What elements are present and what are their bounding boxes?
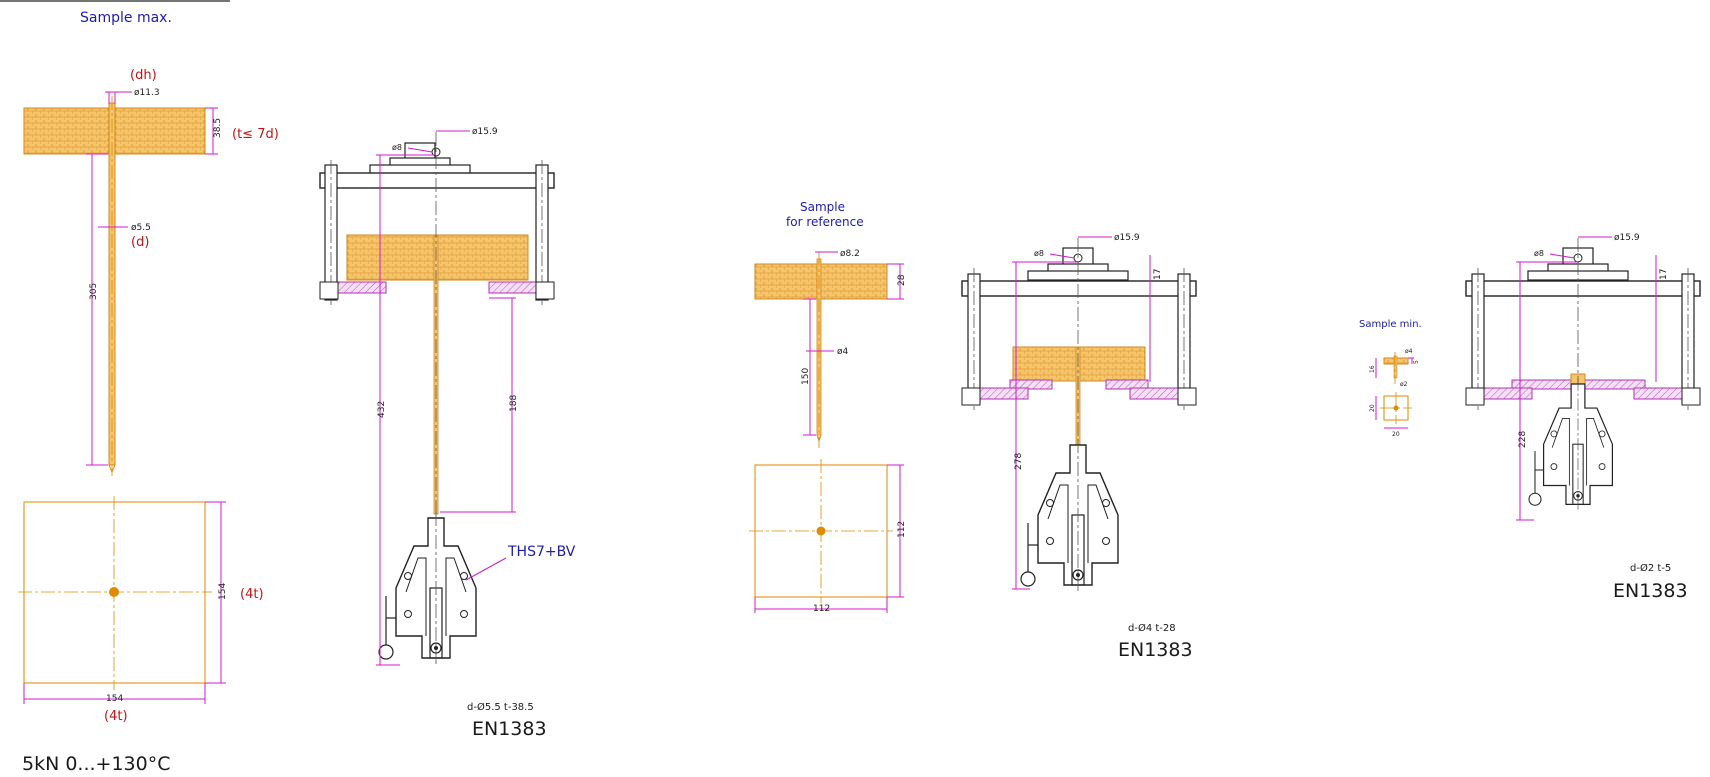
dim-112-h: 112 bbox=[813, 604, 830, 614]
standard-1: EN1383 bbox=[472, 718, 547, 740]
frame-2: ø15.9 ø8 17 278 bbox=[961, 233, 1197, 592]
frame-1: ø15.9 ø8 432 188 bbox=[319, 127, 555, 666]
dim-154-h: 154 bbox=[106, 694, 123, 704]
dim-8-a: ø8 bbox=[392, 143, 402, 152]
dim-17-b: 17 bbox=[1153, 269, 1163, 280]
footer-spec: 5kN 0...+130°C bbox=[22, 753, 171, 775]
dim-15-9-c: ø15.9 bbox=[1614, 233, 1640, 243]
spec-3: d-Ø2 t-5 bbox=[1630, 562, 1671, 574]
standard-2: EN1383 bbox=[1118, 639, 1193, 661]
dim-4: ø4 bbox=[837, 347, 849, 357]
sample-max-elevation: ø11.3 (dh) 38.5 (t≤ 7d) ø5.5 (d) 305 bbox=[23, 68, 279, 476]
dim-8-b: ø8 bbox=[1034, 249, 1044, 258]
dim-min-5: 5 bbox=[1413, 360, 1420, 364]
dim-150: 150 bbox=[801, 368, 811, 385]
dim-8-c: ø8 bbox=[1534, 249, 1544, 258]
sample-max-plan: 154 (4t) 154 (4t) bbox=[18, 496, 264, 724]
dim-d-11-3: ø11.3 bbox=[134, 88, 160, 98]
dim-min-20v: 20 bbox=[1369, 404, 1376, 412]
sample-ref-label-2: for reference bbox=[786, 215, 864, 229]
dim-8-2: ø8.2 bbox=[840, 249, 860, 259]
dim-15-9-b: ø15.9 bbox=[1114, 233, 1140, 243]
dim-228: 228 bbox=[1518, 431, 1528, 448]
sample-ref-plan: 112 112 bbox=[749, 459, 907, 614]
sample-min-label: Sample min. bbox=[1359, 319, 1422, 330]
dim-28: 28 bbox=[897, 274, 907, 286]
dim-278: 278 bbox=[1014, 453, 1024, 470]
dim-112-v: 112 bbox=[897, 521, 907, 538]
frame-3: ø15.9 ø8 17 228 bbox=[1465, 233, 1701, 521]
ths-label: THS7+BV bbox=[507, 544, 576, 560]
four-t-bottom-label: (4t) bbox=[104, 709, 128, 724]
sample-ref-label: Sample bbox=[800, 200, 845, 214]
dim-188: 188 bbox=[509, 395, 519, 412]
dim-min-4: ø4 bbox=[1405, 348, 1413, 355]
dim-d-5-5: ø5.5 bbox=[131, 223, 151, 233]
dim-15-9-a: ø15.9 bbox=[472, 127, 498, 137]
spec-2: d-Ø4 t-28 bbox=[1128, 622, 1176, 634]
sample-ref-elevation: ø8.2 28 ø4 150 bbox=[754, 249, 907, 448]
spec-1: d-Ø5.5 t-38.5 bbox=[467, 701, 534, 713]
sample-min-detail: 16 5 ø4 ø2 20 20 bbox=[1369, 348, 1420, 438]
dim-min-2: ø2 bbox=[1400, 381, 1408, 388]
standard-3: EN1383 bbox=[1613, 580, 1688, 602]
dh-label: (dh) bbox=[130, 68, 157, 83]
t-le-7d-label: (t≤ 7d) bbox=[232, 127, 279, 142]
dim-38-5: 38.5 bbox=[213, 118, 223, 138]
dim-min-16: 16 bbox=[1369, 365, 1376, 373]
dim-432: 432 bbox=[377, 401, 387, 418]
dim-305: 305 bbox=[89, 283, 99, 300]
d-label: (d) bbox=[131, 235, 149, 250]
dim-17-c: 17 bbox=[1659, 269, 1669, 280]
sample-max-label: Sample max. bbox=[80, 10, 172, 26]
dim-154-v: 154 bbox=[218, 583, 228, 600]
dim-min-20h: 20 bbox=[1392, 431, 1400, 438]
four-t-right-label: (4t) bbox=[240, 587, 264, 602]
